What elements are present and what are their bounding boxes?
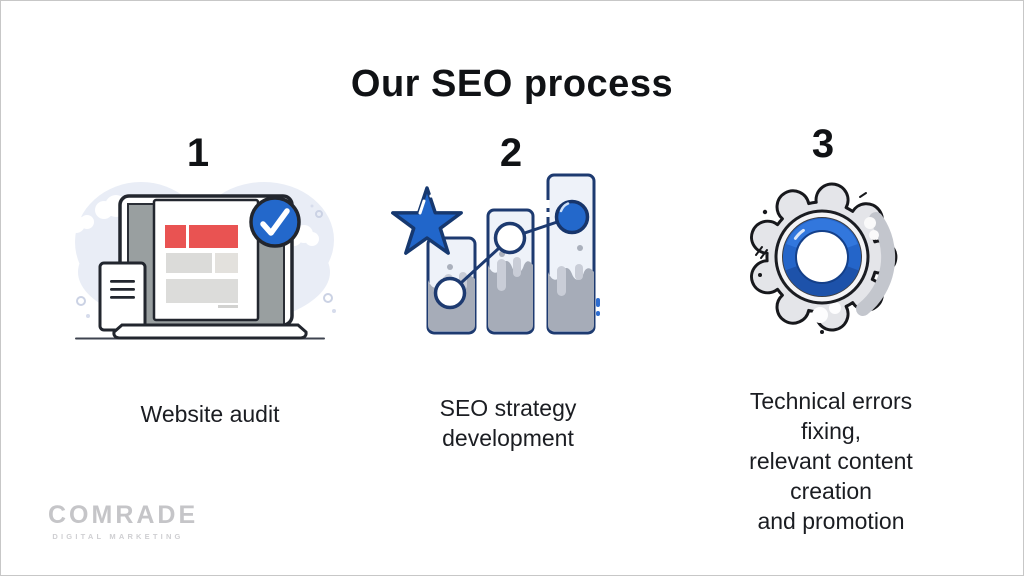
comrade-logo-subtext: DIGITAL MARKETING — [52, 532, 184, 541]
trend-line — [433, 199, 590, 310]
highlight-point — [554, 199, 590, 235]
checkmark-icon — [249, 196, 301, 248]
decor-marks — [755, 192, 867, 259]
page-title: Our SEO process — [350, 63, 674, 105]
webpage-mockup — [152, 198, 260, 322]
website-audit-illustration — [67, 182, 336, 340]
gear-illustration — [750, 182, 898, 334]
gear-icon — [750, 182, 898, 334]
step-1-label: Website audit — [140, 401, 280, 427]
document-icon — [98, 261, 147, 332]
step-3-label: Technical errors fixing, relevant conten… — [749, 388, 913, 534]
step-1-number: 1 — [186, 131, 210, 175]
chart-bars — [426, 173, 600, 335]
star-icon — [391, 186, 463, 255]
step-3-number: 3 — [811, 122, 835, 166]
seo-strategy-illustration — [391, 173, 600, 335]
decor-dots — [76, 204, 336, 318]
step-2-label: SEO strategy development — [439, 395, 577, 451]
comrade-logo-text: COMRADE — [48, 501, 199, 529]
comrade-logo: COMRADE DIGITAL MARKETING — [48, 501, 199, 542]
step-2-number: 2 — [499, 131, 523, 175]
laptop-base — [112, 323, 308, 340]
